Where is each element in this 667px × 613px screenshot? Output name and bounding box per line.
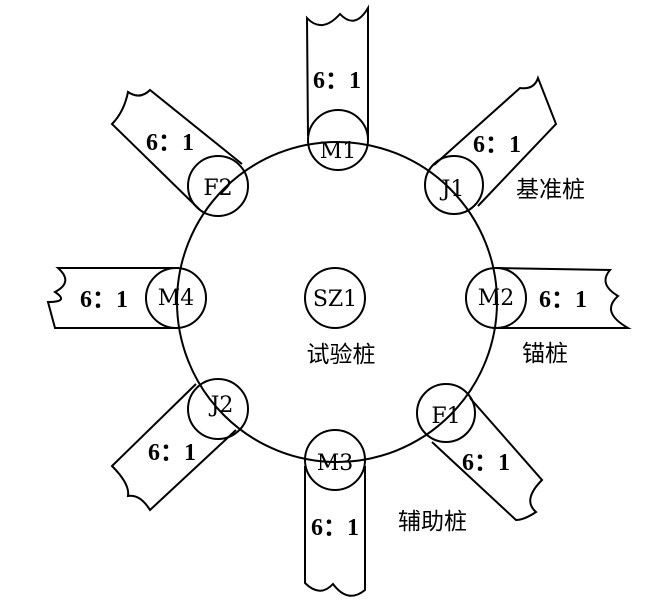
label-reference-pile: 基准桩 (516, 177, 585, 203)
pile-label-m1: M1 (320, 139, 357, 164)
strip-j2 (110, 383, 237, 512)
ratio-f2: 6：1 (146, 130, 194, 156)
pile-label-m2: M2 (478, 286, 515, 311)
pile-label-m4: M4 (158, 286, 195, 311)
pile-label-f1: F1 (431, 404, 460, 429)
main-circle (176, 141, 498, 463)
pile-circle-m2 (465, 267, 527, 329)
pile-circle-m1 (307, 109, 369, 171)
strip-m4 (46, 267, 178, 329)
pile-circle-m4 (145, 267, 207, 329)
pile-circle-m3 (304, 429, 366, 491)
ratio-f1: 6：1 (462, 450, 510, 476)
strip-f2 (110, 88, 243, 211)
label-anchor-pile: 锚桩 (522, 341, 568, 367)
pile-label-sz1: SZ1 (313, 287, 357, 312)
pile-label-j1: J1 (440, 177, 465, 202)
pile-label-j2: J2 (209, 393, 234, 418)
pile-circle-f1 (416, 383, 476, 443)
label-test-pile: 试验桩 (307, 342, 376, 368)
strip-f1 (431, 397, 544, 522)
strip-m3 (304, 466, 366, 597)
label-auxiliary-pile: 辅助桩 (398, 509, 467, 535)
ratio-m1: 6：1 (313, 68, 361, 94)
ratio-j2: 6：1 (148, 440, 196, 466)
pile-circle-sz1 (304, 267, 366, 329)
ratio-m4: 6：1 (80, 287, 128, 313)
strip-m1 (305, 4, 369, 140)
pile-circle-j2 (187, 378, 249, 440)
pile-circle-f2 (187, 155, 249, 217)
pile-label-m3: M3 (317, 451, 354, 476)
pile-circle-j1 (424, 155, 484, 215)
ratio-j1: 6：1 (473, 132, 521, 158)
ratio-m3: 6：1 (311, 515, 359, 541)
strip-j1 (433, 75, 558, 207)
strip-m2 (496, 267, 632, 329)
pile-label-f2: F2 (203, 176, 232, 201)
ratio-m2: 6：1 (539, 287, 587, 313)
